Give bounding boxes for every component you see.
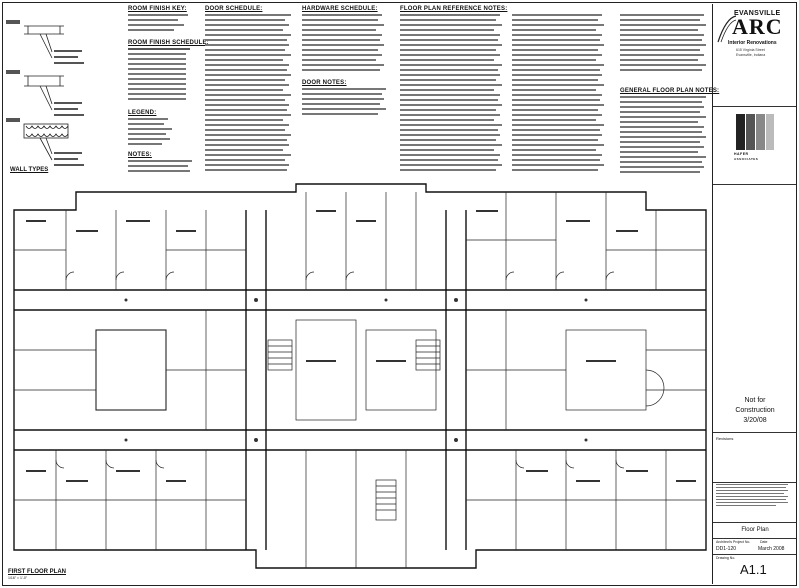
firm-name: HAFER: [734, 152, 749, 156]
floor-plan-title: FIRST FLOOR PLAN: [8, 569, 66, 575]
general-floor-plan-notes-heading: GENERAL FLOOR PLAN NOTES:: [620, 88, 720, 94]
hardware-schedule-text: [302, 14, 392, 74]
door-schedule-text: [205, 14, 295, 174]
title-block-divider: [713, 538, 796, 539]
project-number-label: Architect's Project No.: [716, 540, 751, 544]
door-notes-heading: DOOR NOTES:: [302, 80, 347, 86]
stamp-line-2: Construction: [735, 407, 775, 414]
first-floor-plan-drawing: [13, 183, 707, 569]
floor-plan-reference-notes-col3: [620, 14, 710, 74]
title-block-fine-print: [716, 484, 790, 508]
logo-main-text: ARC: [732, 14, 783, 39]
firm-subtitle: ASSOCIATES: [734, 157, 759, 161]
logo-address-city: Evansville, Indiana: [736, 53, 766, 57]
project-number: DD1-120: [716, 546, 737, 552]
room-finish-key-heading: ROOM FINISH KEY:: [128, 6, 187, 12]
wall-type-details: [6, 20, 84, 166]
title-block-divider: [713, 522, 796, 523]
floor-plan-reference-notes-col1: [400, 14, 510, 174]
logo-top-text: EVANSVILLE: [734, 10, 781, 17]
title-block-divider: [713, 184, 796, 185]
arc-logo-icon: [717, 15, 737, 43]
date-label: Date: [760, 540, 768, 544]
stamp-line-1: Not for: [744, 397, 766, 404]
door-notes-text: [302, 88, 392, 118]
title-block: [712, 4, 796, 584]
not-for-construction-stamp: Not for Construction 3/20/08: [720, 396, 790, 426]
title-block-divider: [713, 554, 796, 555]
floor-plan-scale: 1/16" = 1'-0": [8, 576, 28, 580]
issue-date: March 2008: [758, 546, 785, 552]
title-block-divider: [713, 482, 796, 483]
logo-address: 615 Virginia Street: [736, 48, 765, 52]
floor-plan-reference-notes-col2: [512, 14, 612, 174]
sheet-title: Floor Plan: [741, 527, 769, 533]
legend-heading: LEGEND:: [128, 110, 157, 116]
room-finish-schedule-table: [128, 48, 198, 103]
door-schedule-heading: DOOR SCHEDULE:: [205, 6, 263, 12]
hardware-schedule-heading: HARDWARE SCHEDULE:: [302, 6, 378, 12]
client-logo: EVANSVILLE ARC Interior Renovations 615 …: [714, 10, 792, 70]
revisions-label: Revisions: [716, 436, 734, 441]
firm-logo-icon: [736, 114, 774, 150]
drawing-number: A1.1: [740, 562, 767, 577]
room-finish-schedule-heading: ROOM FINISH SCHEDULE:: [128, 40, 209, 46]
notes-text: [128, 160, 198, 175]
general-floor-plan-notes-text: [620, 96, 710, 176]
title-block-divider: [713, 432, 796, 433]
logo-subtitle: Interior Renovations: [728, 40, 777, 46]
notes-heading: NOTES:: [128, 152, 152, 158]
wall-types-heading: WALL TYPES: [10, 167, 49, 173]
room-finish-key-text: [128, 14, 198, 34]
drawing-number-label: Drawing No.: [716, 556, 736, 560]
stamp-date: 3/20/08: [743, 417, 767, 424]
legend-text: [128, 118, 198, 148]
title-block-divider: [713, 106, 796, 107]
floor-plan-reference-notes-heading: FLOOR PLAN REFERENCE NOTES:: [400, 6, 508, 12]
